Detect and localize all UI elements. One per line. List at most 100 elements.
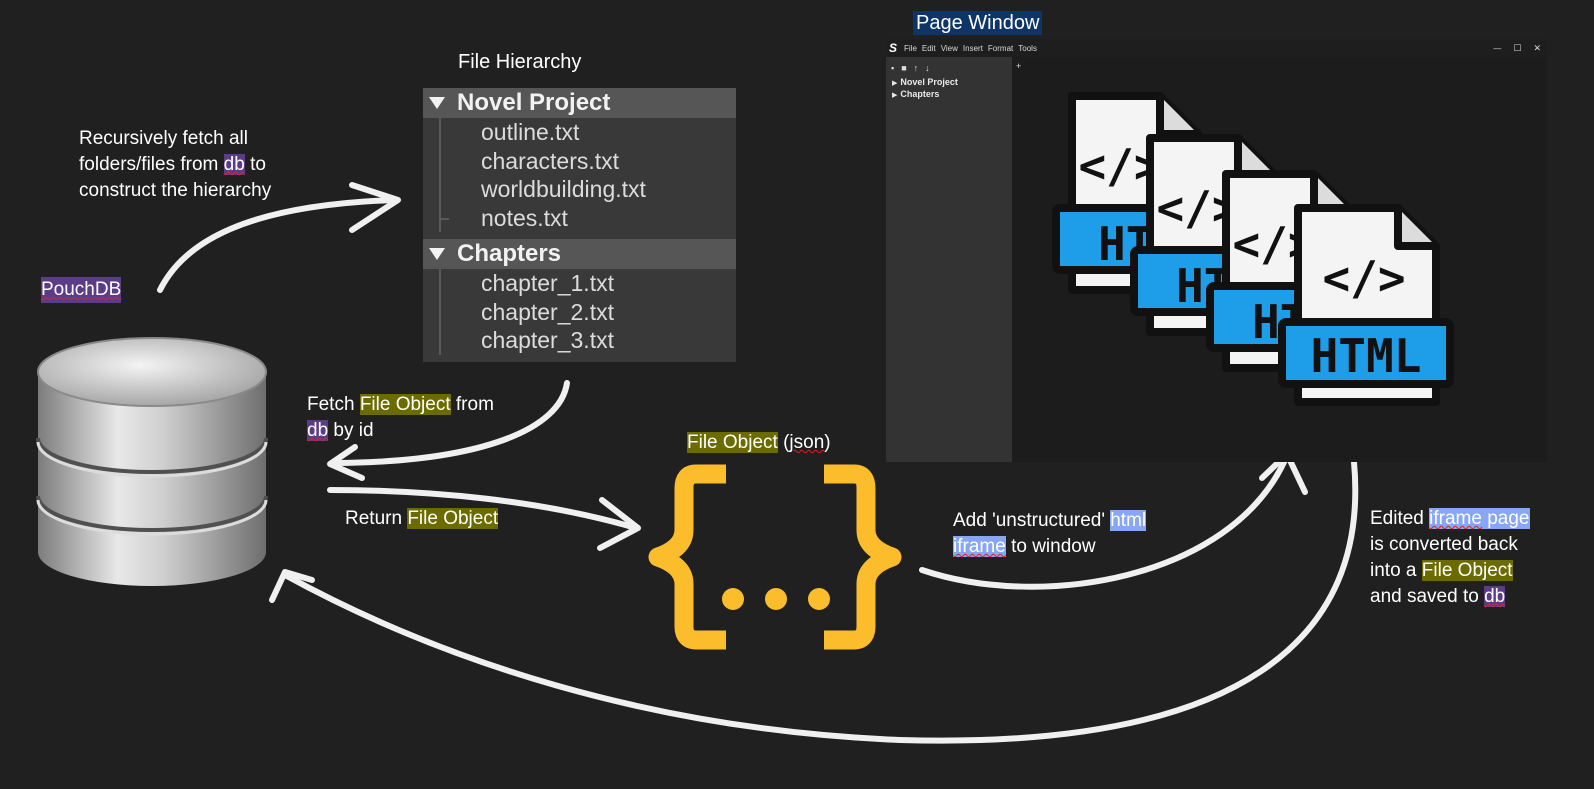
file-object-highlight: File Object xyxy=(687,432,778,453)
new-file-icon[interactable]: ▪ xyxy=(891,63,895,73)
tree-file-item[interactable]: chapter_2.txt xyxy=(423,297,736,327)
file-object-highlight: File Object xyxy=(359,394,451,415)
note-add-a: Add 'unstructured' xyxy=(953,510,1111,531)
page-window-title: Page Window xyxy=(913,10,1043,37)
tree-folder-chapters[interactable]: Chapters xyxy=(423,239,736,269)
note-fetch-a: Fetch xyxy=(307,394,360,415)
maximize-icon[interactable]: ☐ xyxy=(1513,42,1522,53)
tree-file-item[interactable]: worldbuilding.txt xyxy=(423,175,736,204)
note-edited-line4: and saved to db xyxy=(1370,584,1530,610)
menu-view[interactable]: View xyxy=(940,43,958,53)
arrow-hierarchy-to-db-head xyxy=(327,444,365,481)
tree-folder-label: Chapters xyxy=(457,240,562,267)
caret-right-icon[interactable]: ▶ xyxy=(892,80,898,87)
page-window-title-text: Page Window xyxy=(913,11,1043,35)
expand-triangle-icon[interactable] xyxy=(429,97,445,109)
db-highlight: db xyxy=(307,420,329,441)
arrow-db-to-fileobject xyxy=(327,487,639,531)
app-logo-icon: S xyxy=(889,41,898,55)
note-fetch-line1: Fetch File Object from xyxy=(307,392,494,418)
tree-folder-label: Novel Project xyxy=(457,89,611,116)
sidebar-item-label: Chapters xyxy=(900,89,940,99)
note-edited-line1: Edited iframe page xyxy=(1370,506,1530,532)
arrow-db-to-hierarchy xyxy=(157,197,398,293)
file-object-highlight: File Object xyxy=(1421,560,1513,581)
note-edited-line3: into a File Object xyxy=(1370,558,1530,584)
sidebar-item-novel-project[interactable]: ▶Novel Project xyxy=(886,77,1012,89)
note-edited-iframe: Edited iframe page is converted back int… xyxy=(1370,506,1530,610)
arrow-db-to-hierarchy-head xyxy=(349,182,401,233)
file-object-json-label: File Object (json) xyxy=(687,430,831,456)
html-highlight: html xyxy=(1110,510,1147,531)
tree-file-item[interactable]: chapter_1.txt xyxy=(423,269,736,298)
json-paren-open: ( xyxy=(777,432,790,453)
note-add-line2: iframe to window xyxy=(953,534,1146,560)
arrow-db-to-fileobject-head xyxy=(597,497,641,551)
iframe-page-highlight: iframe page xyxy=(1429,508,1530,529)
db-highlight: db xyxy=(1484,586,1506,607)
note-recursive-line2: folders/files from db to xyxy=(79,152,271,178)
sidebar-item-chapters[interactable]: ▶Chapters xyxy=(886,89,1012,101)
note-fetch-by-id: Fetch File Object from db by id xyxy=(307,392,494,444)
note-recursive-line3: construct the hierarchy xyxy=(79,180,272,201)
file-object-highlight: File Object xyxy=(407,508,499,529)
sort-desc-icon[interactable]: ↓ xyxy=(925,63,930,73)
file-hierarchy-title: File Hierarchy xyxy=(458,51,582,73)
html-label-full: HTML xyxy=(1311,329,1422,383)
note-add-line1: Add 'unstructured' html xyxy=(953,508,1147,534)
menu-insert[interactable]: Insert xyxy=(962,43,983,53)
note-add-d: to window xyxy=(1005,536,1096,557)
note-edited-line2: is converted back xyxy=(1370,534,1518,555)
note-fetch-c: from xyxy=(450,394,494,415)
pouchdb-label: PouchDB xyxy=(41,277,122,303)
caret-right-icon[interactable]: ▶ xyxy=(892,92,898,99)
minimize-icon[interactable]: — xyxy=(1493,43,1502,53)
menu-format[interactable]: Format xyxy=(987,43,1014,53)
note-recursive-line2a: folders/files from xyxy=(79,154,224,175)
window-sidebar: ▪ ■ ↑ ↓ ▶Novel Project ▶Chapters xyxy=(886,57,1012,462)
tree-file-item[interactable]: characters.txt xyxy=(423,146,736,176)
html-file-icon-stack: </> HT </> HT </> HT </> HTML xyxy=(1050,90,1460,420)
json-paren-close: ) xyxy=(824,432,831,453)
tree-file-item[interactable]: notes.txt xyxy=(423,203,736,233)
close-icon[interactable]: ✕ xyxy=(1533,42,1541,53)
tree-file-item[interactable]: chapter_3.txt xyxy=(423,326,736,355)
note-fetch-line2: db by id xyxy=(307,418,494,444)
page-word: page xyxy=(1481,508,1530,529)
tree-file-item[interactable]: outline.txt xyxy=(423,118,736,147)
note-edited-d: into a xyxy=(1370,560,1422,581)
sort-asc-icon[interactable]: ↑ xyxy=(913,63,919,73)
arrow-window-to-db xyxy=(282,459,1359,744)
arrow-fileobject-to-window xyxy=(919,457,1288,590)
json-word: json xyxy=(789,432,825,453)
code-tag-glyph: </> xyxy=(1322,251,1405,305)
note-recursive-line1: Recursively fetch all xyxy=(79,128,248,149)
database-icon xyxy=(36,337,268,586)
arrow-hierarchy-to-db xyxy=(332,380,570,466)
menu-file[interactable]: File xyxy=(904,43,917,53)
note-recursive-fetch: Recursively fetch all folders/files from… xyxy=(79,126,271,204)
sidebar-item-label: Novel Project xyxy=(900,77,958,87)
html-file-icon-front: </> HTML xyxy=(1278,204,1454,406)
db-highlight: db xyxy=(223,154,245,175)
arrow-window-to-db-head xyxy=(269,569,315,603)
expand-triangle-icon[interactable] xyxy=(429,248,445,260)
note-add-iframe: Add 'unstructured' html iframe to window xyxy=(953,508,1147,560)
iframe-word: iframe xyxy=(1429,508,1482,529)
note-return: Return File Object xyxy=(345,506,499,532)
note-edited-a: Edited xyxy=(1370,508,1430,529)
file-hierarchy-tree: Novel Project outline.txt characters.txt… xyxy=(423,88,736,362)
menu-bar: File Edit View Insert Format Tools xyxy=(904,44,1042,53)
new-tab-plus-icon[interactable]: + xyxy=(1016,61,1022,71)
window-titlebar: S File Edit View Insert Format Tools — ☐ ✕ xyxy=(886,39,1547,57)
new-folder-icon[interactable]: ■ xyxy=(901,63,907,73)
menu-tools[interactable]: Tools xyxy=(1018,43,1037,53)
tree-folder-novel-project[interactable]: Novel Project xyxy=(423,88,736,118)
tree-spacer xyxy=(423,232,736,239)
json-braces-icon xyxy=(648,464,902,650)
note-recursive-line2c: to xyxy=(244,154,266,175)
note-edited-f: and saved to xyxy=(1370,586,1485,607)
iframe-highlight: iframe xyxy=(953,536,1006,557)
menu-edit[interactable]: Edit xyxy=(921,43,936,53)
